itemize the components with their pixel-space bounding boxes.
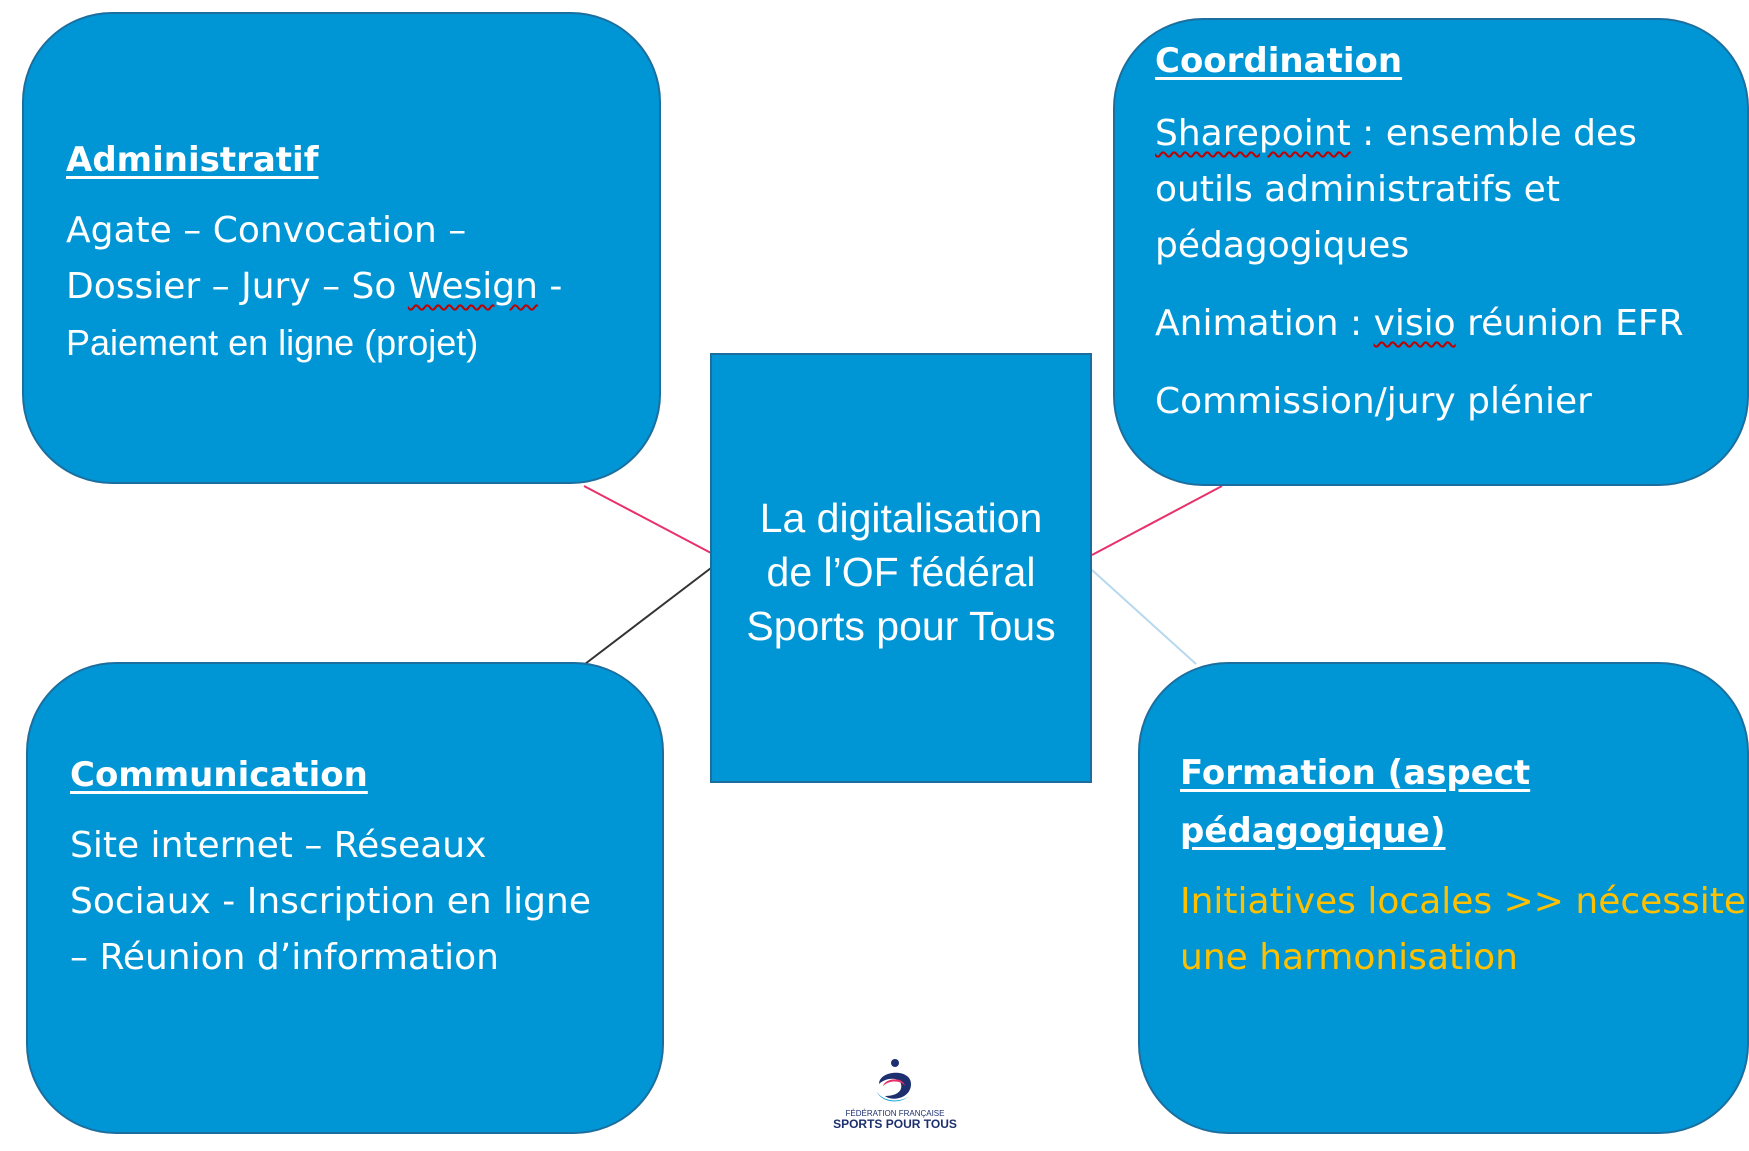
administratif-text: Agate – Convocation – Dossier – Jury – S…	[66, 203, 659, 372]
administratif-box: Administratif Agate – Convocation – Doss…	[22, 12, 661, 484]
federation-logo-small-text: FÉDÉRATION FRANÇAISE	[845, 1109, 945, 1118]
central-topic-line-2: de l’OF fédéral	[766, 549, 1036, 595]
coordination-title: Coordination	[1155, 41, 1403, 81]
formation-title: Formation (aspect pédagogique)	[1180, 744, 1747, 860]
administratif-line-1: Agate – Convocation –	[66, 210, 467, 251]
coordination-sharepoint-word: Sharepoint	[1155, 113, 1351, 154]
administratif-line-3: Paiement en ligne (projet)	[66, 322, 479, 363]
communication-title: Communication	[70, 755, 368, 795]
coordination-visio-word: visio	[1373, 303, 1456, 344]
federation-logo-big-text: SPORTS POUR TOUS	[833, 1117, 957, 1131]
central-topic-line-3: Sports pour Tous	[746, 603, 1056, 649]
formation-line-1: Initiatives locales >> nécessite	[1180, 881, 1747, 922]
administratif-title: Administratif	[66, 140, 319, 180]
communication-line-2: Sociaux - Inscription en ligne	[70, 881, 591, 922]
coordination-item-3: Commission/jury plénier	[1155, 374, 1747, 430]
communication-box: Communication Site internet – Réseaux So…	[26, 662, 664, 1134]
administratif-line-2-start: Dossier – Jury – So	[66, 266, 408, 307]
coordination-item-1-rest: : ensemble des	[1350, 113, 1637, 154]
connector-formation	[1091, 569, 1197, 665]
coordination-item-3-text: Commission/jury plénier	[1155, 381, 1592, 422]
federation-logo-icon	[877, 1059, 911, 1102]
connector-administratif	[583, 485, 712, 554]
connector-communication	[584, 567, 712, 665]
connector-coordination	[1091, 485, 1223, 556]
coordination-item-1-line-2: outils administratifs et	[1155, 169, 1560, 210]
central-topic-line-1: La digitalisation	[759, 495, 1043, 541]
formation-title-line-2: pédagogique)	[1180, 811, 1446, 851]
coordination-item-1-line-3: pédagogiques	[1155, 225, 1410, 266]
administratif-line-2-end: -	[537, 266, 563, 307]
coordination-item-1: Sharepoint : ensemble des outils adminis…	[1155, 106, 1747, 274]
formation-text: Initiatives locales >> nécessite une har…	[1180, 874, 1747, 986]
coordination-item-2: Animation : visio réunion EFR	[1155, 296, 1747, 352]
coordination-item-2-end: réunion EFR	[1455, 303, 1684, 344]
communication-line-3: – Réunion d’information	[70, 937, 499, 978]
formation-title-line-1: Formation (aspect	[1180, 753, 1531, 793]
central-topic-box: La digitalisation de l’OF fédéral Sports…	[710, 353, 1092, 783]
coordination-item-2-start: Animation :	[1155, 303, 1374, 344]
federation-logo: FÉDÉRATION FRANÇAISE SPORTS POUR TOUS	[820, 1058, 970, 1151]
administratif-wesign-word: Wesign	[407, 266, 538, 307]
communication-line-1: Site internet – Réseaux	[70, 825, 487, 866]
coordination-box: Coordination Sharepoint : ensemble des o…	[1113, 18, 1749, 486]
communication-text: Site internet – Réseaux Sociaux - Inscri…	[70, 818, 662, 986]
formation-box: Formation (aspect pédagogique) Initiativ…	[1138, 662, 1749, 1134]
formation-line-2: une harmonisation	[1180, 937, 1518, 978]
